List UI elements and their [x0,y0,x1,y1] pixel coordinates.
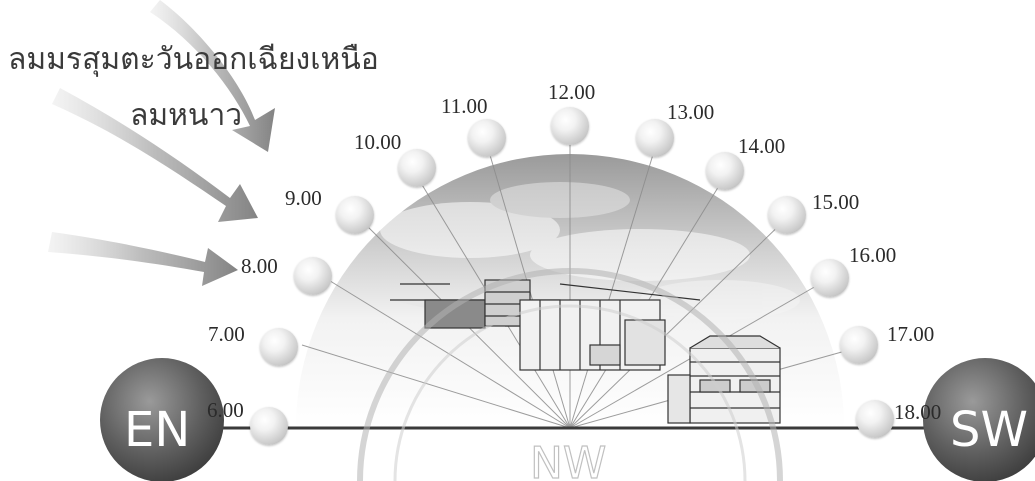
direction-badge-right: SW [923,358,1035,481]
sun-position-13 [636,119,674,157]
wind-arrow-bottom [48,232,238,286]
sun-position-11 [468,119,506,157]
wind-arrows [48,0,275,286]
nw-watermark: NW [357,268,783,481]
sun-position-6 [250,407,288,445]
sun-position-7 [260,328,298,366]
time-label-13: 13.00 [667,100,715,124]
sun-position-16 [811,259,849,297]
time-label-8: 8.00 [241,254,278,278]
time-label-11: 11.00 [441,94,488,118]
time-label-18: 18.00 [894,400,942,424]
sun-position-17 [840,326,878,364]
direction-label-nw: NW [530,438,606,481]
time-label-17: 17.00 [887,322,935,346]
sun-position-10 [398,149,436,187]
time-label-16: 16.00 [849,243,897,267]
wind-label-cold-wind: ลมหนาว [130,99,243,132]
building-section [390,279,781,424]
direction-label-en: EN [124,402,190,458]
wind-arrow-middle [52,88,258,222]
sun-position-9 [336,196,374,234]
time-label-6: 6.00 [207,398,244,422]
time-label-7: 7.00 [208,322,245,346]
wind-arrow-top [150,0,275,152]
sun-position-14 [706,152,744,190]
time-label-10: 10.00 [354,130,402,154]
time-label-15: 15.00 [812,190,860,214]
sun-position-8 [294,257,332,295]
sun-position-12 [551,107,589,145]
wind-label-northeast-monsoon: ลมมรสุมตะวันออกเฉียงเหนือ [8,43,379,76]
sun-position-15 [768,196,806,234]
sun-position-18 [856,400,894,438]
direction-label-sw: SW [950,402,1028,458]
time-label-12: 12.00 [548,80,596,104]
time-label-14: 14.00 [738,134,786,158]
time-label-9: 9.00 [285,186,322,210]
direction-badge-left: EN [100,358,224,481]
